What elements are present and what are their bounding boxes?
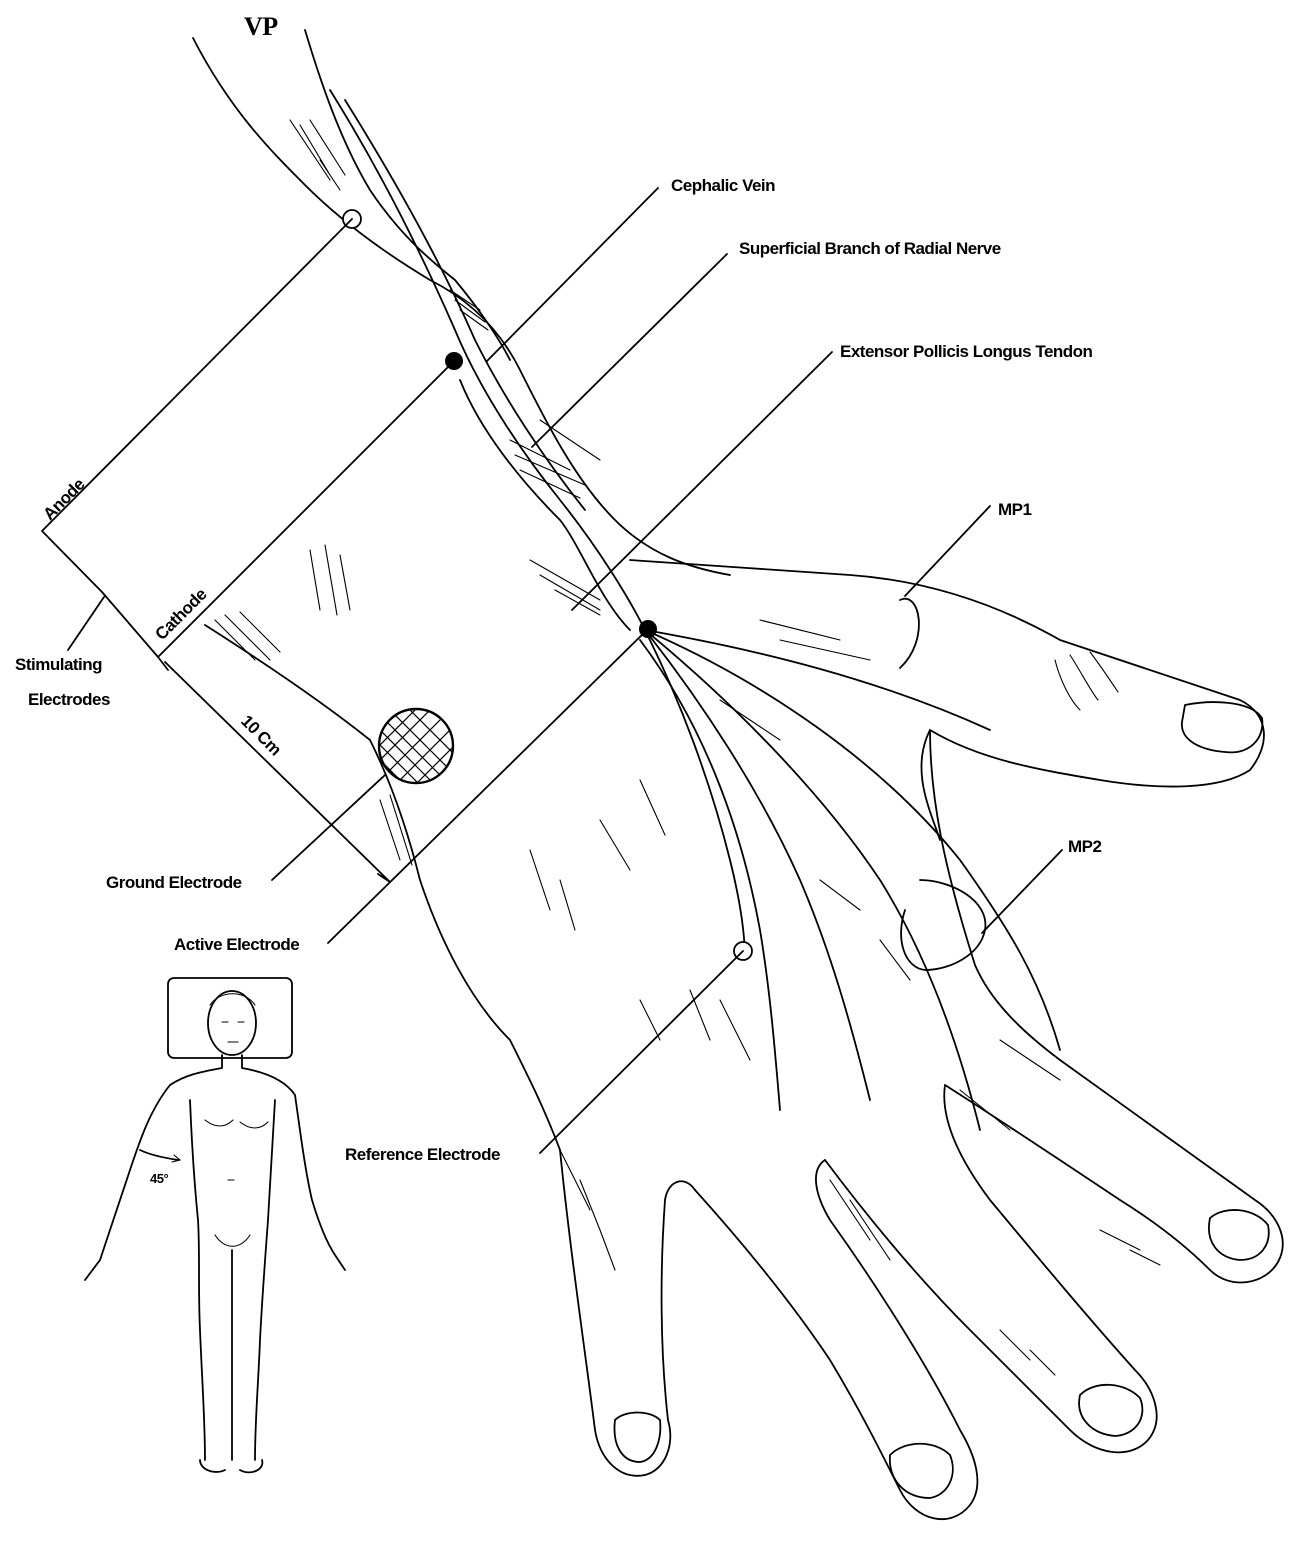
distance-label: 10 Cm <box>237 711 285 759</box>
anode-label: Anode <box>39 475 88 524</box>
reference-electrode-label: Reference Electrode <box>345 1145 500 1164</box>
mp2-label: MP2 <box>1068 837 1102 856</box>
leader-lines <box>42 188 1062 1153</box>
shading-strokes <box>215 120 1160 1375</box>
stimulating-label: Stimulating <box>15 655 102 674</box>
patient-position-figure: 45° <box>85 978 345 1472</box>
logo-mark: VP <box>244 12 278 41</box>
electrodes <box>343 210 752 960</box>
epl-tendon-label: Extensor Pollicis Longus Tendon <box>840 342 1093 361</box>
ground-electrode-label: Ground Electrode <box>106 873 242 892</box>
mp1-label: MP1 <box>998 500 1032 519</box>
hand-outline <box>193 30 1283 1519</box>
radial-nerve-label: Superficial Branch of Radial Nerve <box>739 239 1001 258</box>
cephalic-vein-label: Cephalic Vein <box>671 176 775 195</box>
head <box>208 991 256 1055</box>
active-electrode-label: Active Electrode <box>174 935 299 954</box>
angle-label: 45° <box>150 1171 168 1186</box>
electrodes-label: Electrodes <box>28 690 110 709</box>
